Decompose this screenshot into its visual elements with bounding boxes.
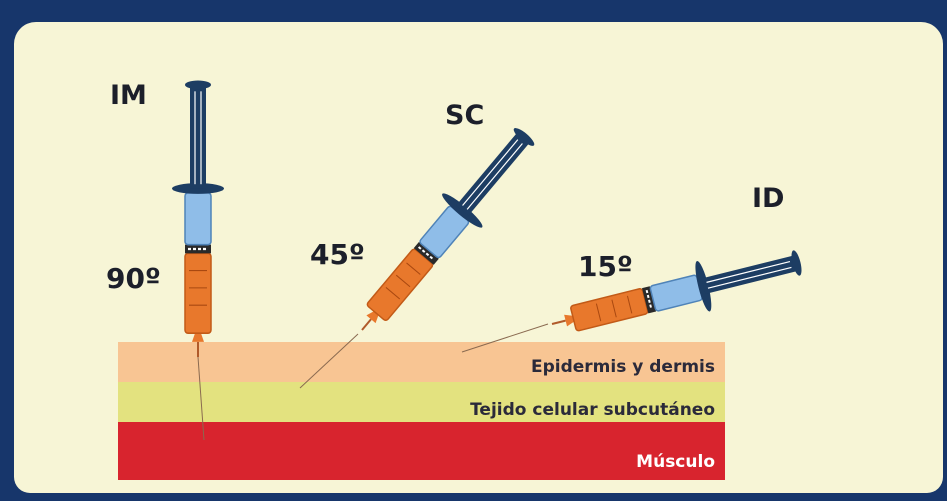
sc-needle-line — [300, 334, 358, 388]
im-label: IM — [110, 80, 147, 111]
id-needle-line — [462, 324, 548, 352]
sc-angle-label: 45º — [310, 238, 365, 271]
im-angle-label: 90º — [106, 262, 161, 295]
id-label: ID — [752, 183, 784, 214]
im-needle-line — [198, 357, 204, 440]
sc-syringe — [342, 117, 546, 347]
im-syringe — [172, 81, 224, 357]
id-angle-label: 15º — [578, 250, 633, 283]
sc-label: SC — [445, 100, 484, 131]
